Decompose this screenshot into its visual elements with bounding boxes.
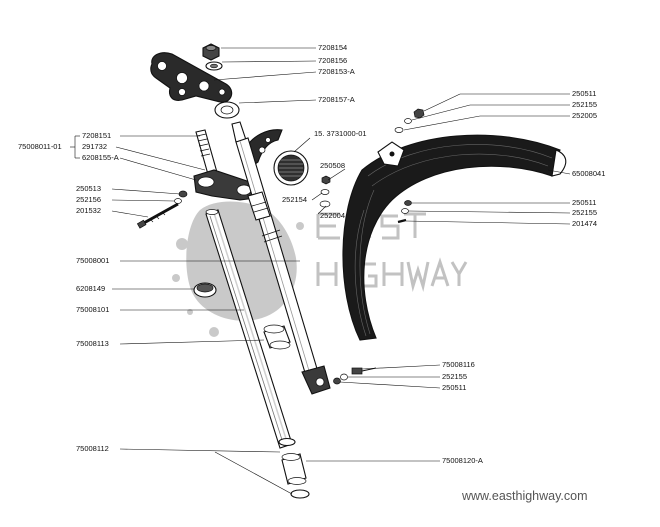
label-75008116: 75008116 [442, 360, 475, 369]
label-250511-mid: 250511 [572, 198, 596, 207]
label-252155-bot: 252155 [442, 372, 467, 381]
label-252154: 252154 [282, 195, 307, 204]
label-75008120-a: 75008120-A [442, 456, 483, 465]
front-fender [342, 134, 567, 341]
right-fork-leg [231, 121, 331, 395]
watermark-url: www.easthighway.com [461, 489, 588, 503]
lower-bushings [278, 437, 310, 499]
label-75008001: 75008001 [76, 256, 109, 265]
label-252155-mid: 252155 [572, 208, 597, 217]
label-15-3731000-01: 15. 3731000-01 [314, 129, 367, 138]
label-201474: 201474 [572, 219, 597, 228]
clamp-bolt [136, 202, 179, 229]
reflector-lens [273, 150, 309, 186]
label-201532: 201532 [76, 206, 101, 215]
leader-lines [70, 47, 571, 495]
part-labels: 7208154 7208156 7208153-A 7208157-A 7208… [18, 43, 605, 465]
top-washer [205, 61, 223, 71]
label-250511-top: 250511 [572, 89, 596, 98]
large-washer [214, 101, 240, 119]
label-250508: 250508 [320, 161, 345, 170]
label-7208156: 7208156 [318, 56, 347, 65]
top-yoke-bracket [150, 52, 233, 103]
fender-hardware-mid [397, 200, 412, 224]
label-7208151: 7208151 [82, 131, 111, 140]
label-65008041: 65008041 [572, 169, 605, 178]
label-252156: 252156 [76, 195, 101, 204]
label-7208157-a: 7208157-A [318, 95, 355, 104]
label-75008112: 75008112 [76, 444, 109, 453]
label-250511-bot: 250511 [442, 383, 466, 392]
fork-bushing [263, 324, 291, 350]
oil-seal [193, 282, 217, 298]
axle-bolt-hardware [333, 367, 377, 385]
clamp-nut-and-washer [174, 190, 188, 204]
top-nut [202, 43, 220, 61]
label-75008113: 75008113 [76, 339, 109, 348]
label-291732: 291732 [82, 142, 107, 151]
label-75008101: 75008101 [76, 305, 109, 314]
small-hardware-center [319, 175, 331, 208]
label-6208149: 6208149 [76, 284, 105, 293]
label-7208154: 7208154 [318, 43, 347, 52]
label-6208155-a: 6208155-A [82, 153, 119, 162]
label-252005: 252005 [572, 111, 597, 120]
lower-clamp [193, 169, 257, 201]
label-252004: 252004 [320, 211, 345, 220]
fender-hardware-top [394, 108, 425, 133]
label-250513: 250513 [76, 184, 101, 193]
label-252155-top: 252155 [572, 100, 597, 109]
label-7208153-a: 7208153-A [318, 67, 355, 76]
label-75008011-01: 75008011-01 [18, 142, 62, 151]
